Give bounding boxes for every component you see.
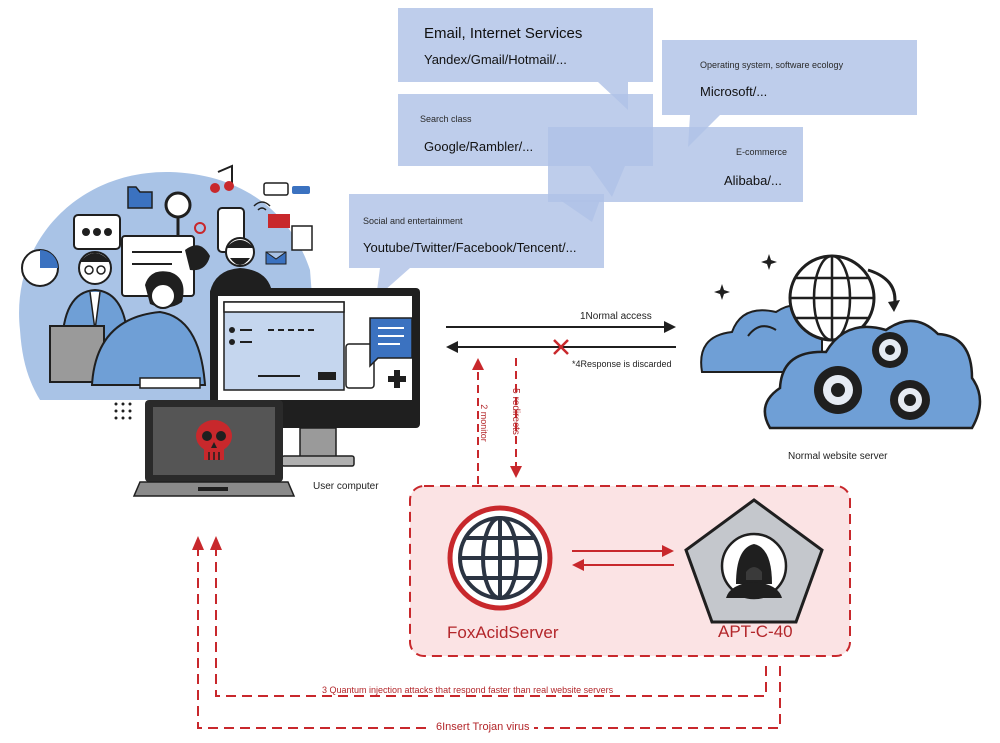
search-category: Search class [420, 114, 472, 124]
bubble-email-services: Email, Internet Services Yandex/Gmail/Ho… [398, 8, 653, 82]
apt-label: APT-C-40 [718, 622, 793, 641]
magnifier-icon [164, 191, 192, 238]
globe-icon [788, 254, 900, 342]
discarded-response-arrow [446, 339, 676, 355]
sparkle-icons [714, 254, 777, 300]
ecommerce-examples: Alibaba/... [724, 173, 782, 188]
os-category: Operating system, software ecology [700, 60, 844, 70]
bubble-operating-system: Operating system, software ecology Micro… [662, 40, 917, 115]
search-examples: Google/Rambler/... [424, 139, 534, 154]
wifi-icon [253, 201, 271, 211]
mail-icon [265, 251, 287, 265]
foxacid-apt-arrows [572, 545, 674, 571]
social-category: Social and entertainment [363, 216, 463, 226]
dot-grid [114, 402, 132, 420]
red-dot [194, 222, 206, 234]
user-computer-label: User computer [313, 481, 379, 492]
email-examples: Yandex/Gmail/Hotmail/... [424, 52, 567, 67]
card-icon [73, 214, 121, 250]
person-beard [210, 237, 272, 292]
trojan-label: 6Insert Trojan virus [432, 721, 534, 733]
window-icon [263, 182, 289, 196]
discarded-response-label: *4Response is discarded [572, 359, 672, 369]
normal-access-label: 1Normal access [580, 311, 652, 322]
redirect-arrow [510, 358, 522, 478]
person-woman [90, 271, 207, 386]
monitor-label: 2 monitor [478, 404, 489, 442]
email-category: Email, Internet Services [424, 25, 583, 42]
foxacid-label: FoxAcidServer [447, 623, 559, 642]
skull-icon [196, 420, 232, 460]
social-examples: Youtube/Twitter/Facebook/Tencent/... [363, 240, 577, 255]
apt-hacker-icon [684, 498, 824, 624]
folder-icon [127, 186, 153, 209]
gear-icons [814, 332, 930, 420]
music-note-icon [210, 164, 234, 193]
keyboard [139, 377, 201, 389]
website-server-label: Normal website server [788, 451, 888, 462]
document-icon [291, 225, 313, 251]
pie-chart-icon [21, 249, 59, 287]
normal-access-arrow [446, 321, 676, 333]
play-icon [268, 214, 290, 228]
redirects-label: 5 redirects [509, 388, 521, 435]
bubble-social: Social and entertainment Youtube/Twitter… [349, 194, 604, 268]
tag-icon [292, 186, 310, 194]
quantum-injection-arrow [210, 536, 767, 697]
ecommerce-category: E-commerce [736, 147, 788, 157]
monitor-icon [210, 288, 420, 467]
quantum-injection-label: 3 Quantum injection attacks that respond… [318, 685, 618, 695]
bubble-ecommerce: E-commerce Alibaba/... [548, 127, 803, 202]
monitor-arrow [472, 358, 484, 484]
person-back [185, 245, 210, 271]
foxacid-globe-icon [447, 505, 553, 611]
os-examples: Microsoft/... [700, 84, 768, 99]
